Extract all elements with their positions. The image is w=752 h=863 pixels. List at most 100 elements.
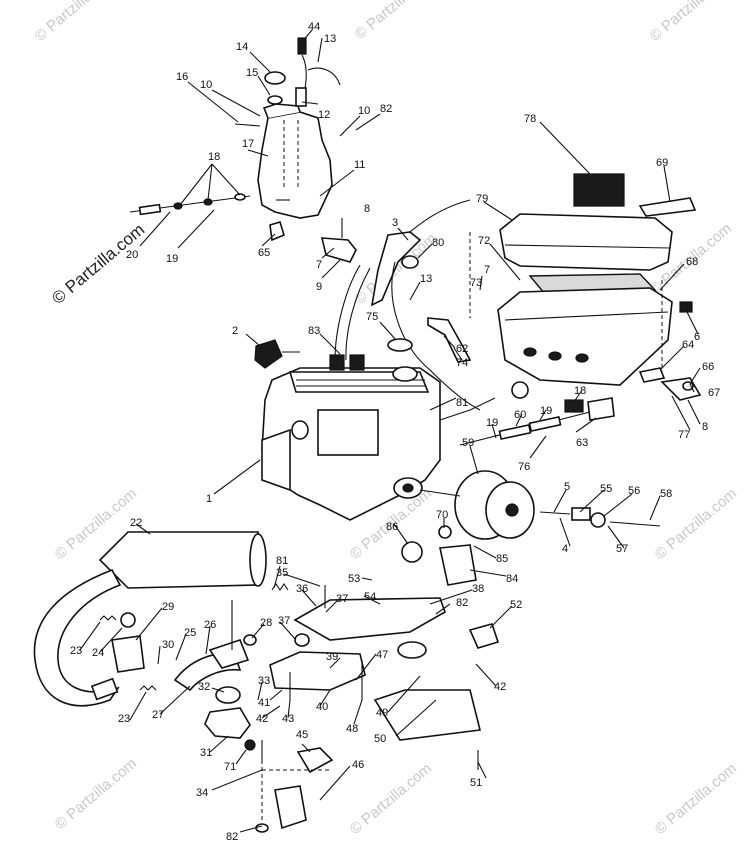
callout-label: 82 <box>380 103 392 115</box>
air-box-assembly <box>387 173 702 401</box>
callout-label: 81 <box>456 397 468 409</box>
callout-label: 79 <box>476 193 488 205</box>
watermark-text: © Partzilla.com <box>647 0 735 45</box>
callout-label: 2 <box>232 325 238 337</box>
callout-label: 20 <box>126 249 138 261</box>
callout-label: 7 <box>484 264 490 276</box>
callout-label: 38 <box>472 583 484 595</box>
callout-label: 70 <box>436 509 448 521</box>
callout-label: 10 <box>358 105 370 117</box>
callout-label: 7 <box>316 259 322 271</box>
engine-mount-plates <box>261 525 500 770</box>
callout-label: 32 <box>198 681 210 693</box>
callout-label: 66 <box>702 361 714 373</box>
callout-label: 27 <box>152 709 164 721</box>
watermark-text: © Partzilla.com <box>32 0 120 45</box>
callout-label: 15 <box>246 67 258 79</box>
callout-label: 77 <box>678 429 690 441</box>
callout-label: 82 <box>226 831 238 843</box>
callout-label: 72 <box>478 235 490 247</box>
callout-label: 8 <box>702 421 708 433</box>
watermark-primary: © Partzilla.com <box>48 220 148 308</box>
callout-label: 4 <box>562 543 568 555</box>
callout-label: 63 <box>576 437 588 449</box>
callout-label: 10 <box>200 79 212 91</box>
callout-label: 64 <box>682 339 694 351</box>
drive-clutch-group <box>419 397 661 540</box>
callout-leaders <box>79 29 701 833</box>
callout-label: 53 <box>348 573 360 585</box>
callout-label: 68 <box>686 256 698 268</box>
callout-label: 71 <box>224 761 236 773</box>
callout-label: 24 <box>92 647 104 659</box>
callout-label: 82 <box>456 597 468 609</box>
callout-label: 62 <box>456 343 468 355</box>
callout-label: 76 <box>518 461 530 473</box>
oil-tank-assembly <box>129 37 357 263</box>
callout-label: 39 <box>326 651 338 663</box>
callout-label: 42 <box>494 681 506 693</box>
callout-label: 83 <box>308 325 320 337</box>
callout-label: 81 <box>276 555 288 567</box>
callout-label: 23 <box>118 713 130 725</box>
callout-label: 23 <box>70 645 82 657</box>
callout-label: 59 <box>462 437 474 449</box>
watermark-text: © Partzilla.com <box>352 0 440 43</box>
callout-label: 33 <box>258 675 270 687</box>
callout-label: 19 <box>166 253 178 265</box>
watermark-text: © Partzilla.com <box>347 760 435 838</box>
callout-label: 29 <box>162 601 174 613</box>
callout-label: 3 <box>392 217 398 229</box>
callout-label: 31 <box>200 747 212 759</box>
callout-label: 51 <box>470 777 482 789</box>
callout-label: 17 <box>242 138 254 150</box>
callout-label: 37 <box>336 593 348 605</box>
callout-label: 25 <box>184 627 196 639</box>
callout-label: 34 <box>196 787 208 799</box>
callout-label: 49 <box>376 707 388 719</box>
callout-label: 18 <box>208 151 220 163</box>
callout-label: 6 <box>694 331 700 343</box>
callout-label: 44 <box>308 21 320 33</box>
callout-label: 22 <box>130 517 142 529</box>
callout-label: 67 <box>708 387 720 399</box>
callout-label: 65 <box>258 247 270 259</box>
exhaust-system <box>33 531 310 739</box>
callout-label: 75 <box>366 311 378 323</box>
callout-label: 18 <box>574 385 586 397</box>
callout-label: 69 <box>656 157 668 169</box>
callout-label: 30 <box>162 639 174 651</box>
callout-label: 28 <box>260 617 272 629</box>
callout-label: 86 <box>386 521 398 533</box>
callout-label: 56 <box>628 485 640 497</box>
callout-label: 58 <box>660 488 672 500</box>
callout-label: 73 <box>470 277 482 289</box>
callout-label: 45 <box>296 729 308 741</box>
callout-label: 41 <box>258 697 270 709</box>
callout-label: 14 <box>236 41 248 53</box>
callout-label: 60 <box>514 409 526 421</box>
callout-label: 48 <box>346 723 358 735</box>
callout-label: 57 <box>616 543 628 555</box>
callout-label: 50 <box>374 733 386 745</box>
callout-label: 74 <box>456 357 468 369</box>
callout-label: 12 <box>318 109 330 121</box>
engine-block <box>254 339 529 521</box>
callout-label: 85 <box>496 553 508 565</box>
callout-label: 9 <box>316 281 322 293</box>
callout-label: 13 <box>420 273 432 285</box>
callout-label: 78 <box>524 113 536 125</box>
callout-label: 84 <box>506 573 518 585</box>
callout-label: 37 <box>278 615 290 627</box>
callout-label: 8 <box>364 203 370 215</box>
callout-label: 52 <box>510 599 522 611</box>
callout-label: 19 <box>486 417 498 429</box>
callout-labels: 44 13 14 15 16 10 12 10 82 17 11 18 20 1… <box>70 21 720 843</box>
callout-label: 42 <box>256 713 268 725</box>
callout-label: 55 <box>600 483 612 495</box>
callout-label: 5 <box>564 481 570 493</box>
lower-brackets <box>244 739 334 833</box>
watermark-text: © Partzilla.com <box>52 755 140 833</box>
callout-label: 54 <box>364 591 376 603</box>
